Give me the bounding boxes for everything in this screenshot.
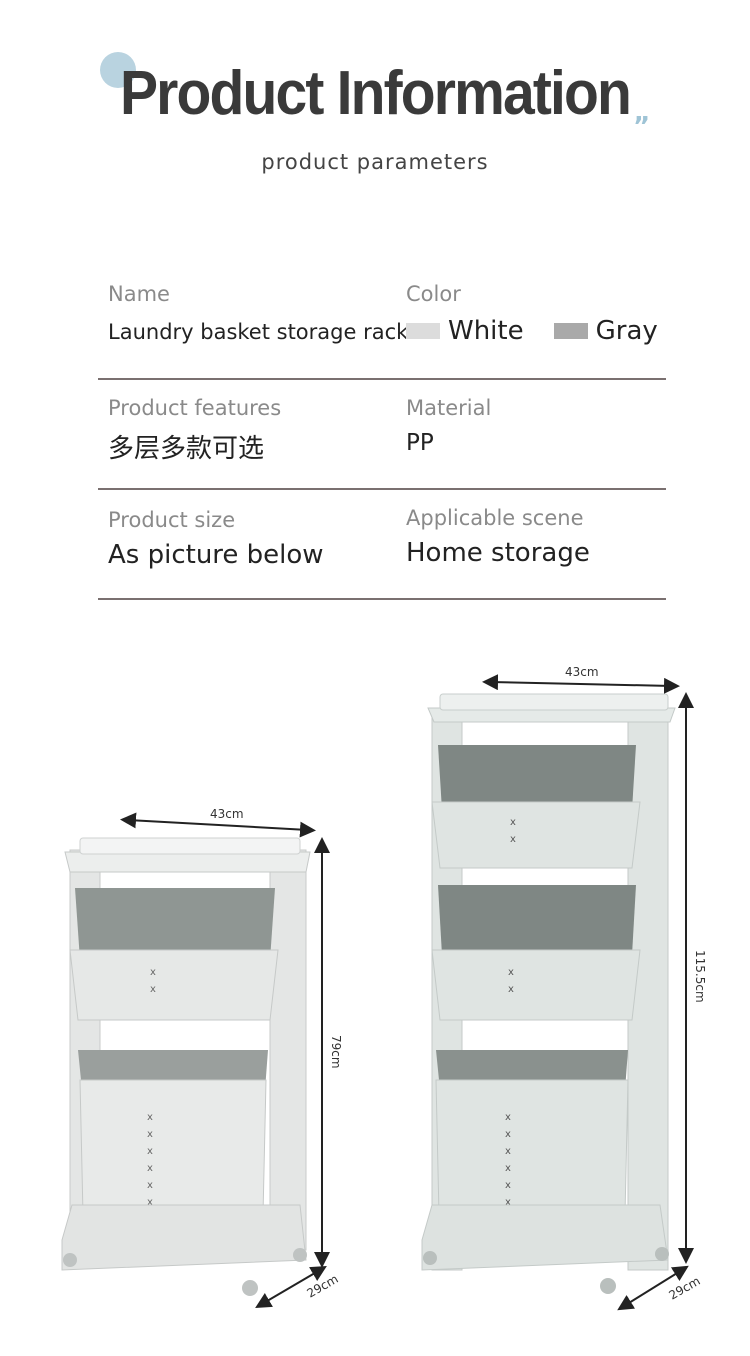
svg-text:x: x bbox=[147, 1146, 153, 1157]
svg-text:x: x bbox=[505, 1180, 511, 1191]
product-parameters-table: Name Laundry basket storage rack Color W… bbox=[98, 270, 666, 600]
page-subtitle: product parameters bbox=[261, 150, 489, 174]
features-value: 多层多款可选 bbox=[108, 434, 265, 464]
features-cell: Product features 多层多款可选 bbox=[108, 380, 281, 465]
scene-cell: Applicable scene Home storage bbox=[406, 490, 590, 568]
svg-text:x: x bbox=[147, 1197, 153, 1208]
small-width-label: 43cm bbox=[210, 807, 244, 821]
param-row: Name Laundry basket storage rack Color W… bbox=[98, 270, 666, 380]
white-swatch bbox=[406, 323, 440, 339]
name-value: Laundry basket storage rack bbox=[108, 320, 409, 344]
svg-text:x: x bbox=[147, 1163, 153, 1174]
size-cell: Product size As picture below bbox=[108, 490, 324, 570]
svg-text:x: x bbox=[508, 967, 514, 978]
material-value: PP bbox=[406, 430, 434, 456]
large-width-label: 43cm bbox=[565, 665, 599, 679]
color-option-white: White bbox=[406, 316, 524, 346]
quote-mark: ” bbox=[633, 112, 651, 142]
svg-text:x: x bbox=[150, 984, 156, 995]
param-row: Product size As picture below Applicable… bbox=[98, 490, 666, 600]
color-label: Color bbox=[406, 282, 461, 306]
color-option-gray: Gray bbox=[553, 316, 658, 346]
svg-text:x: x bbox=[505, 1146, 511, 1157]
color-gray-label: Gray bbox=[595, 316, 658, 346]
material-cell: Material PP bbox=[406, 380, 491, 456]
page-title: Product Information bbox=[119, 59, 632, 128]
small-height-label: 79cm bbox=[329, 1035, 343, 1069]
svg-text:x: x bbox=[505, 1197, 511, 1208]
svg-text:x: x bbox=[510, 817, 516, 828]
color-cell: Color White Gray bbox=[406, 270, 688, 346]
features-label: Product features bbox=[108, 396, 282, 420]
product-illustration: x x xxx xxx xx 43cm 79cm 29cm x x bbox=[61, 665, 707, 1311]
svg-text:x: x bbox=[505, 1163, 511, 1174]
size-value: As picture below bbox=[108, 540, 324, 570]
small-rack: x x xxx xxx xx 43cm 79cm 29cm bbox=[61, 807, 343, 1309]
scene-value: Home storage bbox=[406, 538, 590, 568]
svg-text:x: x bbox=[150, 967, 156, 978]
svg-text:x: x bbox=[147, 1180, 153, 1191]
svg-text:x: x bbox=[147, 1129, 153, 1140]
material-label: Material bbox=[406, 396, 492, 420]
svg-text:x: x bbox=[147, 1112, 153, 1123]
accent-dot bbox=[100, 52, 136, 88]
svg-text:x: x bbox=[510, 834, 516, 845]
svg-text:x: x bbox=[505, 1129, 511, 1140]
large-height-label: 115.5cm bbox=[693, 950, 707, 1003]
name-label: Name bbox=[108, 282, 170, 306]
svg-text:x: x bbox=[505, 1112, 511, 1123]
size-label: Product size bbox=[108, 508, 236, 532]
large-rack: x x x x xxx xxx xx 43cm 115.5cm 29cm bbox=[421, 665, 707, 1311]
param-row: Product features 多层多款可选 Material PP bbox=[98, 380, 666, 490]
svg-text:x: x bbox=[508, 984, 514, 995]
gray-swatch bbox=[553, 323, 588, 339]
color-options: White Gray bbox=[406, 316, 688, 346]
scene-label: Applicable scene bbox=[406, 506, 584, 530]
header: Product Information ” product parameters bbox=[0, 0, 750, 200]
name-cell: Name Laundry basket storage rack bbox=[108, 270, 408, 344]
color-white-label: White bbox=[448, 316, 524, 346]
large-depth-label: 29cm bbox=[667, 1274, 703, 1303]
